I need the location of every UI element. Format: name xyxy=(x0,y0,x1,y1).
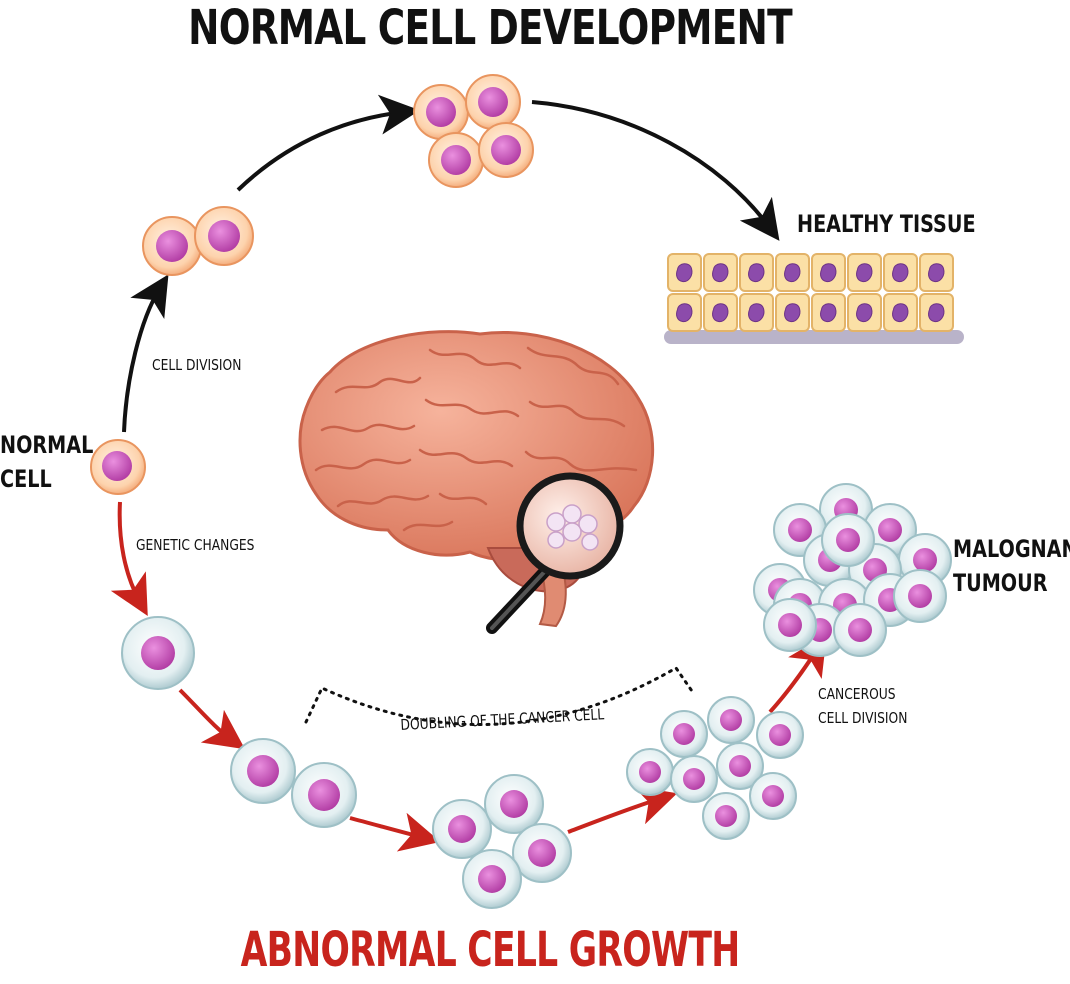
label-normal-cell-line2: CELL xyxy=(0,465,52,493)
arrow-cluster-to-tissue xyxy=(531,100,780,241)
cancer-cells-two xyxy=(230,738,357,828)
title-normal-cell-development: NORMAL CELL DEVELOPMENT xyxy=(188,0,792,56)
label-healthy-tissue: HEALTHY TISSUE xyxy=(797,210,976,238)
cancer-cells-eight xyxy=(626,696,804,840)
label-malignant-tumour: MALOGNANT TUMOUR xyxy=(953,532,1070,600)
label-cell-division: CELL DIVISION xyxy=(152,356,242,374)
label-malignant-line1: MALOGNANT xyxy=(953,535,1070,563)
arrow-abnormal-1 xyxy=(178,688,246,750)
doubling-bracket xyxy=(304,666,696,727)
arrow-division-to-cluster xyxy=(236,94,420,192)
cancer-cells-four xyxy=(432,774,572,909)
label-normal-cell-line1: NORMAL xyxy=(0,431,94,459)
title-abnormal-cell-growth: ABNORMAL CELL GROWTH xyxy=(240,922,741,978)
normal-cell xyxy=(90,439,146,495)
healthy-tissue-illustration xyxy=(664,253,964,344)
arrow-genetic-change xyxy=(110,501,148,616)
arrow-normal-to-division xyxy=(122,274,169,433)
arrow-abnormal-2 xyxy=(349,812,441,852)
label-genetic-changes: GENETIC CHANGES xyxy=(136,536,255,554)
malignant-tumour-illustration xyxy=(753,483,952,657)
label-cancerous-line1: CANCEROUS xyxy=(818,685,896,703)
label-cancerous-line2: CELL DIVISION xyxy=(818,709,908,727)
arrow-abnormal-4 xyxy=(768,634,827,714)
brain-illustration xyxy=(298,330,655,634)
cancer-cell-single xyxy=(121,616,195,690)
label-cancerous-cell-division: CANCEROUS CELL DIVISION xyxy=(818,682,907,730)
arrow-abnormal-3 xyxy=(567,786,678,834)
label-normal-cell: NORMAL CELL xyxy=(0,428,93,496)
normal-cell-cluster xyxy=(413,74,534,188)
label-malignant-line2: TUMOUR xyxy=(953,569,1048,597)
dividing-cells-pair xyxy=(142,206,254,276)
